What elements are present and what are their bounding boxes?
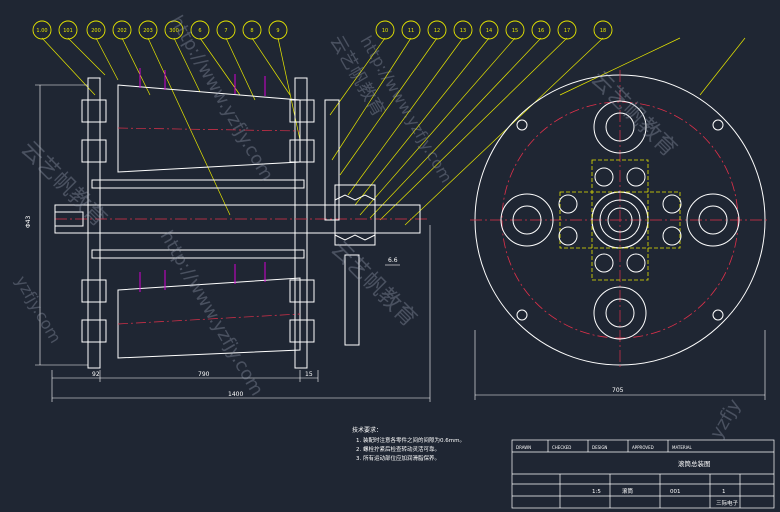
upper-pulley	[324, 99, 340, 221]
upper-arm	[91, 179, 305, 189]
balloon-circle	[505, 20, 525, 40]
balloon-circle	[453, 20, 473, 40]
dimension-lines	[35, 84, 431, 402]
lower-pulley	[344, 254, 360, 346]
balloon-label: 200	[91, 28, 101, 34]
notes-line-1: 1. 装配时注意各零件之间的间隙为0.6mm。	[356, 436, 465, 444]
dim-diameter: 705	[612, 387, 624, 394]
tb-company: 三际电子	[716, 499, 739, 507]
left-frame-plate	[87, 77, 101, 369]
balloon-circle	[32, 20, 52, 40]
dim-seg-c: 15	[305, 371, 313, 378]
balloon-label: 9	[276, 28, 279, 34]
notes-line-3: 3. 所有运动部位应加润滑脂保养。	[356, 454, 440, 462]
balloon-label: 16	[538, 28, 544, 34]
tb-head-1: DRAWN	[516, 445, 531, 450]
balloon-circle	[190, 20, 210, 40]
balloon-circle	[216, 20, 236, 40]
tb-part-name: 滚筒	[622, 487, 634, 495]
balloon-label: 203	[143, 28, 153, 34]
balloon-circle	[138, 20, 158, 40]
balloon-label: 6	[198, 28, 201, 34]
balloon-label: 1.00	[36, 28, 47, 34]
balloon-label: 13	[460, 28, 466, 34]
balloon-circle	[86, 20, 106, 40]
dim-gap-right: 6.6	[388, 257, 398, 264]
dim-height-left: Φ43	[25, 215, 32, 228]
right-frame-plate	[294, 77, 308, 369]
title-block	[511, 439, 775, 509]
balloon-label: 300	[169, 28, 179, 34]
dim-seg-a: 92	[92, 371, 100, 378]
balloon-circle	[58, 20, 78, 40]
balloon-circle	[268, 20, 288, 40]
balloon-circle	[427, 20, 447, 40]
balloon-label: 11	[408, 28, 414, 34]
drum-side-view	[470, 70, 770, 370]
balloon-label: 15	[512, 28, 518, 34]
balloon-label: 202	[117, 28, 127, 34]
tb-qty: 1	[722, 489, 726, 495]
dim-overall: 1400	[228, 391, 243, 398]
balloon-circle	[479, 20, 499, 40]
tb-head-5: MATERIAL	[672, 445, 693, 450]
dim-seg-b: 790	[198, 371, 210, 378]
notes-heading: 技术要求：	[352, 426, 382, 434]
tb-code: 001	[670, 489, 681, 495]
tb-head-3: DESIGN	[592, 445, 607, 450]
balloon-label: 14	[486, 28, 492, 34]
balloon-label: 12	[434, 28, 440, 34]
balloon-label: 10	[382, 28, 388, 34]
lower-drum	[117, 277, 301, 359]
balloon-circle	[531, 20, 551, 40]
balloon-circle	[557, 20, 577, 40]
balloon-label: 7	[224, 28, 227, 34]
balloon-label: 18	[600, 28, 606, 34]
tb-head-2: CHECKED	[552, 445, 571, 450]
shaft-end	[374, 204, 421, 234]
balloon-circle	[112, 20, 132, 40]
balloon-label: 8	[250, 28, 253, 34]
balloon-circle	[375, 20, 395, 40]
notes-line-2: 2. 螺栓拧紧后检查转动灵活可靠。	[356, 445, 440, 453]
balloon-circle	[593, 20, 613, 40]
drum-bolts	[139, 68, 266, 292]
lower-arm	[91, 249, 305, 259]
balloon-circle	[164, 20, 184, 40]
tb-head-4: APPROVED	[632, 445, 654, 450]
balloon-circle	[401, 20, 421, 40]
diameter-dim	[474, 330, 766, 400]
tb-drawing-name: 滚筒总装图	[678, 459, 711, 468]
tb-scale: 1:5	[592, 489, 601, 495]
balloon-circle	[242, 20, 262, 40]
balloon-label: 101	[63, 28, 73, 34]
balloon-label: 17	[564, 28, 570, 34]
drum-front-view	[54, 77, 430, 369]
part-balloons: 1.00 101 200 202 203 300 6 7 8 9 10 11 12 13 14 15 16 17 1…	[32, 20, 613, 40]
